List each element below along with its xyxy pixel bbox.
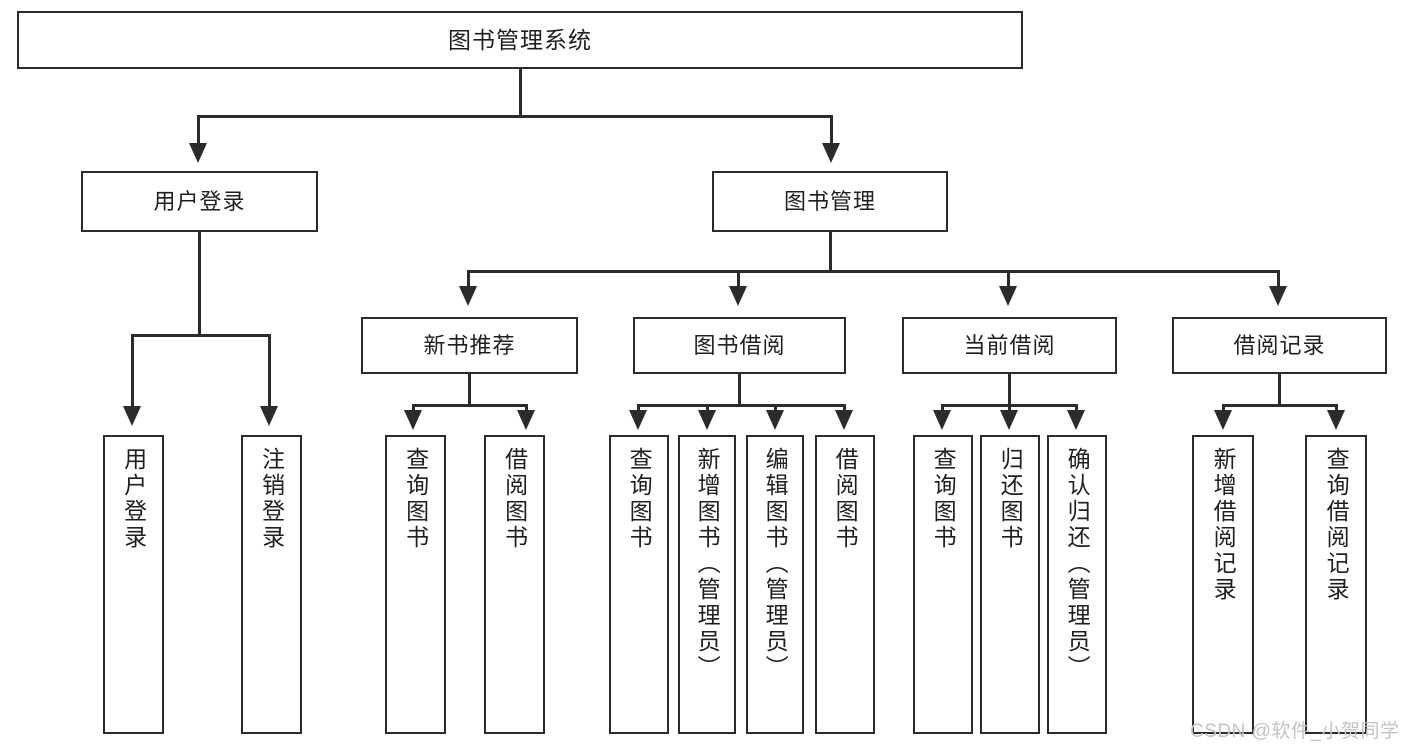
leaf-borrow-book[interactable]: 借阅图书 [815,435,875,734]
arrow-to-leaf-user-login [123,406,141,426]
leaf-confirm-return-admin[interactable]: 确认归还（管理员） [1047,435,1107,734]
connector-user-login-drop-1 [131,334,134,408]
arrow-to-book-manage [822,143,840,163]
connector-recommend-bar [412,404,528,407]
connector-root-bar [197,115,833,118]
node-label: 用户登录 [153,188,246,214]
connector-borrow-stem [738,374,741,406]
connector-book-manage-bar [467,270,1280,273]
connector-recommend-drop-2 [525,404,528,412]
connector-recommend-stem [468,374,471,406]
node-label: 新增借阅记录 [1210,447,1237,603]
node-book-management[interactable]: 图书管理 [712,171,948,232]
connector-book-manage-drop-2 [737,270,740,288]
node-label: 借阅记录 [1233,332,1326,358]
connector-borrow-drop-2 [706,404,709,412]
arrow-to-borrow-record [1269,286,1287,306]
connector-recommend-drop-1 [412,404,415,412]
leaf-edit-book-admin[interactable]: 编辑图书（管理员） [746,435,804,734]
node-label: 新增图书（管理员） [694,447,721,681]
connector-borrow-drop-4 [843,404,846,412]
leaf-logout[interactable]: 注销登录 [241,435,302,734]
node-label: 借阅图书 [501,447,528,551]
arrow-to-leaf-borrow-book-rec [517,410,535,430]
arrow-to-leaf-add-record [1214,410,1232,430]
arrow-to-leaf-borrow-book [835,410,853,430]
leaf-return-book[interactable]: 归还图书 [980,435,1040,734]
connector-record-drop-1 [1222,404,1225,412]
connector-record-drop-2 [1335,404,1338,412]
connector-record-bar [1222,404,1338,407]
node-user-login[interactable]: 用户登录 [81,171,318,232]
node-label: 借阅图书 [832,447,859,551]
connector-current-drop-3 [1075,404,1078,412]
leaf-add-book-admin[interactable]: 新增图书（管理员） [678,435,736,734]
node-label: 图书管理 [783,188,876,214]
connector-book-manage-drop-4 [1277,270,1280,288]
arrow-to-leaf-query-book-rec [404,410,422,430]
connector-root-drop-2 [830,115,833,145]
connector-borrow-bar [637,404,846,407]
connector-current-drop-1 [941,404,944,412]
connector-record-stem [1278,374,1281,406]
leaf-add-borrow-record[interactable]: 新增借阅记录 [1192,435,1254,734]
arrow-to-user-login [189,143,207,163]
connector-root-drop-1 [197,115,200,145]
node-new-book-recommend[interactable]: 新书推荐 [361,317,578,374]
arrow-to-leaf-logout [260,406,278,426]
node-label: 查询借阅记录 [1323,447,1350,603]
arrow-to-book-borrow [729,286,747,306]
leaf-query-book-borrow[interactable]: 查询图书 [609,435,669,734]
arrow-to-leaf-query-record [1327,410,1345,430]
leaf-query-book-recommend[interactable]: 查询图书 [385,435,446,734]
connector-user-login-drop-2 [268,334,271,408]
node-label: 当前借阅 [963,332,1056,358]
connector-root-stem [519,69,522,117]
node-label: 新书推荐 [423,332,516,358]
leaf-query-book-current[interactable]: 查询图书 [913,435,973,734]
connector-book-manage-drop-1 [467,270,470,288]
connector-current-stem [1008,374,1011,406]
node-borrow-record[interactable]: 借阅记录 [1172,317,1387,374]
arrow-to-leaf-add-book-admin [698,410,716,430]
node-label: 归还图书 [997,447,1024,551]
connector-borrow-drop-1 [637,404,640,412]
leaf-query-borrow-record[interactable]: 查询借阅记录 [1305,435,1367,734]
connector-borrow-drop-3 [774,404,777,412]
arrow-to-new-book-recommend [459,286,477,306]
node-label: 确认归还（管理员） [1064,447,1091,681]
node-label: 查询图书 [402,447,429,551]
node-label: 图书管理系统 [448,26,592,53]
node-label: 注销登录 [258,447,285,551]
arrow-to-leaf-return-book [1000,410,1018,430]
node-label: 用户登录 [120,447,147,551]
connector-book-manage-drop-3 [1007,270,1010,288]
connector-current-drop-2 [1008,404,1011,412]
node-label: 图书借阅 [693,332,786,358]
leaf-user-login[interactable]: 用户登录 [103,435,164,734]
node-current-borrow[interactable]: 当前借阅 [902,317,1117,374]
arrow-to-leaf-edit-book-admin [766,410,784,430]
connector-book-manage-stem [829,232,832,272]
arrow-to-leaf-query-book-current [933,410,951,430]
node-root-library-system[interactable]: 图书管理系统 [17,11,1023,69]
node-label: 编辑图书（管理员） [762,447,789,681]
arrow-to-leaf-confirm-return-admin [1067,410,1085,430]
connector-user-login-stem [198,232,201,336]
node-book-borrow[interactable]: 图书借阅 [633,317,846,374]
arrow-to-current-borrow [999,286,1017,306]
node-label: 查询图书 [930,447,957,551]
node-label: 查询图书 [626,447,653,551]
arrow-to-leaf-query-book-borrow [629,410,647,430]
leaf-borrow-book-recommend[interactable]: 借阅图书 [484,435,545,734]
connector-user-login-bar [131,334,270,337]
